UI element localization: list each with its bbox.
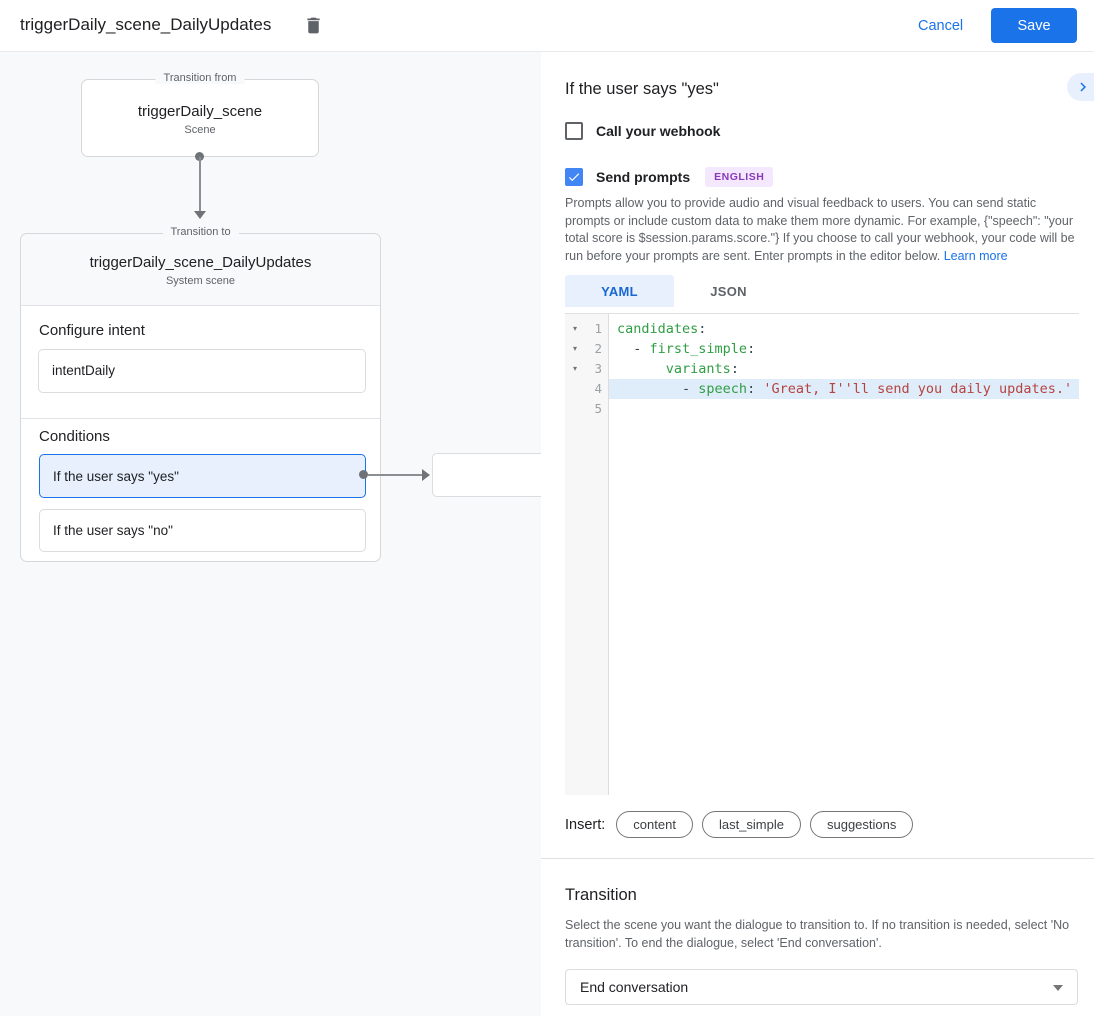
from-scene-title: triggerDaily_scene: [137, 103, 263, 120]
tab-yaml[interactable]: YAML: [565, 275, 674, 307]
fold-arrow-icon[interactable]: ▾: [572, 344, 577, 353]
section-divider: [21, 418, 380, 419]
send-prompts-row: Send prompts ENGLISH: [565, 167, 774, 187]
transition-dropdown[interactable]: End conversation: [565, 969, 1078, 1005]
insert-chip-content[interactable]: content: [616, 811, 693, 838]
trash-icon: [306, 17, 320, 34]
editor-line[interactable]: ▾ 2 - first_simple:: [565, 339, 1079, 359]
call-webhook-row: Call your webhook: [565, 122, 720, 140]
line-number: 1: [594, 321, 602, 336]
configure-intent-label: Configure intent: [39, 322, 145, 339]
editor-line[interactable]: 5: [565, 399, 1079, 419]
send-prompts-label: Send prompts: [596, 169, 691, 185]
panel-divider: [541, 858, 1094, 859]
call-webhook-label: Call your webhook: [596, 123, 721, 139]
from-scene-subtitle: Scene: [184, 124, 216, 136]
transition-from-node[interactable]: Transition from triggerDaily_scene Scene: [81, 72, 319, 157]
code-editor-lines: ▾ 1 candidates: ▾ 2 - first_simple: ▾ 3 varian…: [565, 319, 1079, 419]
fold-gutter-spacer: [565, 379, 585, 399]
arrowhead-down-icon: [194, 211, 206, 219]
delete-button[interactable]: [300, 14, 326, 40]
connector-line-vertical: [199, 157, 201, 211]
editor-line[interactable]: ▾ 3 variants:: [565, 359, 1079, 379]
line-number: 2: [594, 341, 602, 356]
top-bar: triggerDaily_scene_DailyUpdates Cancel S…: [0, 0, 1094, 52]
panel-heading: If the user says "yes": [565, 80, 719, 98]
insert-row: Insert: content last_simple suggestions: [565, 811, 914, 838]
condition-item-yes[interactable]: If the user says "yes": [39, 454, 366, 498]
transition-from-legend: Transition from: [155, 72, 245, 84]
editor-format-tabs: YAML JSON: [565, 275, 783, 307]
language-badge: ENGLISH: [705, 167, 774, 187]
prompts-description-text: Prompts allow you to provide audio and v…: [565, 196, 1075, 263]
checkmark-icon: [568, 173, 580, 182]
fold-arrow-icon[interactable]: ▾: [572, 364, 577, 373]
code-line-text: - speech: 'Great, I''ll send you daily u…: [609, 379, 1079, 399]
code-line-text: variants:: [665, 361, 739, 377]
prompts-description: Prompts allow you to provide audio and v…: [565, 195, 1078, 265]
fold-gutter-spacer: [565, 399, 585, 419]
code-line-text: [609, 399, 1079, 419]
chevron-right-icon: [1079, 82, 1086, 92]
insert-label: Insert:: [565, 816, 606, 833]
connector-line-horizontal: [368, 474, 423, 476]
fold-arrow-icon[interactable]: ▾: [572, 324, 577, 333]
editor-gutter: [565, 314, 609, 795]
insert-chip-last-simple[interactable]: last_simple: [701, 811, 801, 838]
connector-dot: [195, 152, 204, 161]
transition-to-node[interactable]: Transition to triggerDaily_scene_DailyUp…: [20, 226, 381, 562]
line-number: 3: [594, 361, 602, 376]
cancel-button[interactable]: Cancel: [908, 13, 973, 39]
editor-line[interactable]: ▾ 1 candidates:: [565, 319, 1079, 339]
scene-flow-canvas: Transition from triggerDaily_scene Scene…: [0, 52, 548, 1016]
line-number: 5: [594, 401, 602, 416]
condition-detail-panel: If the user says "yes" Call your webhook…: [541, 52, 1094, 1016]
yaml-code-editor[interactable]: ▾ 1 candidates: ▾ 2 - first_simple: ▾ 3 varian…: [565, 313, 1079, 795]
send-prompts-checkbox[interactable]: [565, 168, 583, 186]
editor-line[interactable]: 4 - speech: 'Great, I''ll send you daily…: [565, 379, 1079, 399]
to-scene-subtitle: System scene: [165, 275, 236, 287]
arrowhead-right-icon: [422, 469, 430, 481]
to-scene-title: triggerDaily_scene_DailyUpdates: [89, 254, 312, 271]
condition-target-node[interactable]: [432, 453, 548, 497]
transition-dropdown-value: End conversation: [580, 979, 689, 995]
to-scene-header: triggerDaily_scene_DailyUpdates System s…: [21, 234, 380, 306]
transition-heading: Transition: [565, 886, 637, 904]
line-number: 4: [594, 381, 602, 396]
code-line-text: - first_simple:: [617, 341, 756, 357]
call-webhook-checkbox[interactable]: [565, 122, 583, 140]
save-button[interactable]: Save: [991, 8, 1077, 43]
code-line-text: candidates:: [617, 321, 707, 337]
condition-item-no[interactable]: If the user says "no": [39, 509, 366, 552]
intent-field[interactable]: intentDaily: [38, 349, 366, 393]
transition-to-legend: Transition to: [162, 226, 239, 238]
conditions-label: Conditions: [39, 428, 110, 445]
dropdown-caret-icon: [1053, 985, 1063, 991]
insert-chip-suggestions[interactable]: suggestions: [809, 811, 914, 838]
page-title: triggerDaily_scene_DailyUpdates: [20, 15, 272, 34]
transition-description: Select the scene you want the dialogue t…: [565, 918, 1070, 950]
connector-dot: [359, 470, 368, 479]
collapse-panel-button[interactable]: [1067, 73, 1094, 101]
learn-more-link[interactable]: Learn more: [943, 248, 1008, 263]
tab-json[interactable]: JSON: [710, 283, 747, 299]
